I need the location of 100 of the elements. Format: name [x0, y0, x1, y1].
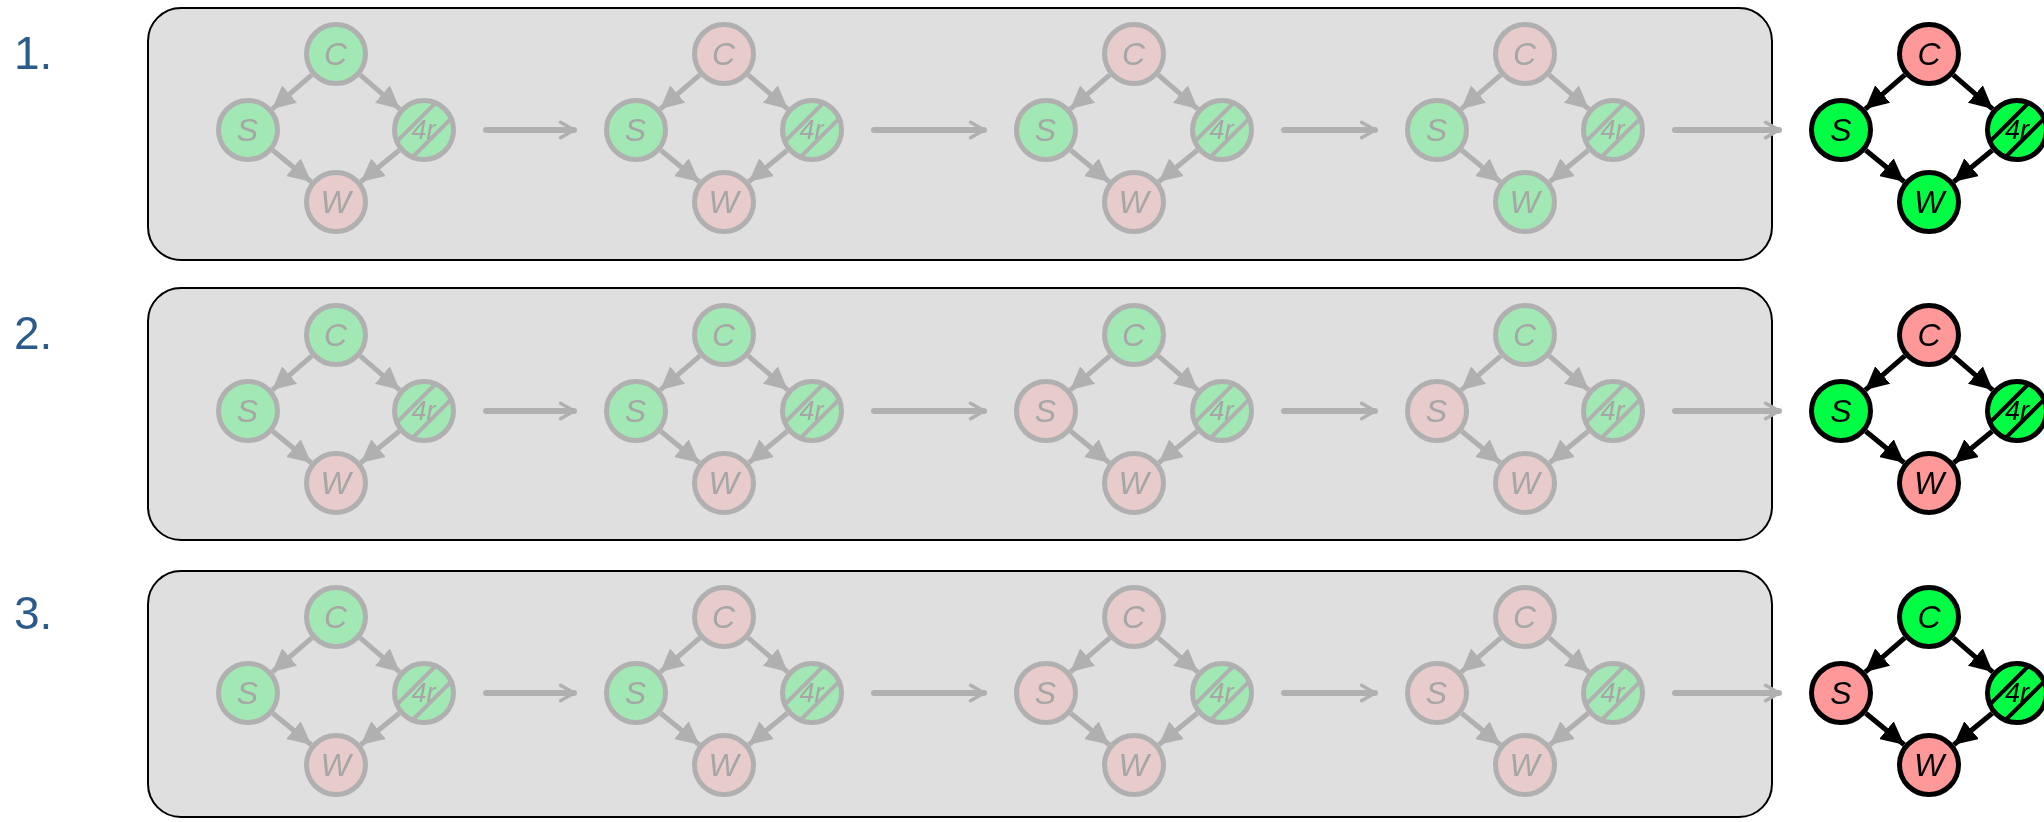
circle-node: [691, 21, 756, 86]
row-number: 2.: [14, 310, 53, 356]
circle-node: [1897, 585, 1961, 649]
circle-node: [1580, 660, 1645, 725]
node-label: S: [1829, 677, 1853, 709]
arrow: [270, 636, 314, 674]
circle-node: [1809, 98, 1873, 162]
arrow: [358, 73, 402, 111]
arrow: [746, 636, 790, 674]
arrow: [1863, 73, 1907, 111]
circle-node: [303, 584, 368, 649]
arrow: [1672, 683, 1782, 703]
circle-node: [1101, 732, 1166, 797]
arrow: [1864, 429, 1906, 465]
node-label: C: [710, 318, 737, 351]
arrow: [1548, 148, 1590, 184]
arrow: [358, 636, 402, 674]
circle-node: [691, 732, 756, 797]
circle-node: [1013, 660, 1078, 725]
circle-node: [1404, 97, 1469, 162]
node-label: 4r: [410, 116, 438, 143]
circle-node: [603, 660, 668, 725]
node-label: S: [623, 394, 648, 427]
node-label: C: [1120, 318, 1147, 351]
node-label: 4r: [2004, 397, 2031, 425]
circle-node: [391, 97, 456, 162]
circle-node: [691, 450, 756, 515]
arrow: [658, 73, 702, 111]
arrow: [271, 711, 313, 747]
circle-node: [1897, 733, 1961, 797]
circle-node: [691, 169, 756, 234]
arrow: [746, 354, 790, 392]
arrow: [1157, 148, 1199, 184]
circle-node: [1492, 302, 1557, 367]
circle-node: [1809, 379, 1873, 443]
node-label: 4r: [410, 397, 438, 424]
panel-background: [147, 287, 1773, 541]
node-label: S: [1033, 113, 1058, 146]
arrow: [270, 73, 314, 111]
circle-node: [1189, 660, 1254, 725]
arrow: [1952, 148, 1994, 184]
node-label: 4r: [1599, 116, 1627, 143]
arrow: [1547, 354, 1591, 392]
arrow: [359, 711, 401, 747]
circle-node: [215, 660, 280, 725]
circle-node: [1492, 450, 1557, 515]
arrow: [1068, 73, 1112, 111]
circle-node: [1101, 584, 1166, 649]
node-label: C: [1511, 318, 1538, 351]
arrow: [747, 429, 789, 465]
circle-node: [1101, 169, 1166, 234]
arrow: [1459, 73, 1503, 111]
node-label: W: [319, 185, 354, 218]
arrow: [1672, 401, 1782, 421]
node-label: 4r: [798, 397, 826, 424]
node-label: 4r: [2004, 116, 2031, 144]
node-label: W: [1508, 466, 1543, 499]
arrow: [359, 148, 401, 184]
circle-node: [603, 97, 668, 162]
circle-node: [303, 169, 368, 234]
node-label: 4r: [1599, 397, 1627, 424]
circle-node: [1492, 732, 1557, 797]
node-label: W: [1508, 748, 1543, 781]
arrow: [1460, 711, 1502, 747]
node-label: 4r: [798, 116, 826, 143]
arrow: [271, 148, 313, 184]
node-label: 4r: [1599, 679, 1627, 706]
circle-node: [1013, 378, 1078, 443]
circle-node: [1492, 21, 1557, 86]
arrow: [1548, 711, 1590, 747]
node-label: S: [1424, 113, 1449, 146]
node-label: S: [1829, 114, 1853, 146]
node-label: W: [1912, 467, 1948, 499]
arrow: [1951, 636, 1995, 674]
arrow: [1157, 429, 1199, 465]
arrow: [1864, 711, 1906, 747]
row-number: 3.: [14, 590, 53, 636]
arrow: [1863, 636, 1907, 674]
node-label: 4r: [1208, 397, 1236, 424]
arrow: [358, 354, 402, 392]
arrow: [1951, 73, 1995, 111]
arrow: [1863, 354, 1907, 392]
arrow: [1069, 711, 1111, 747]
arrow: [1281, 120, 1378, 140]
arrow: [1951, 354, 1995, 392]
circle-node: [1101, 450, 1166, 515]
circle-node: [691, 584, 756, 649]
arrow: [1157, 711, 1199, 747]
circle-node: [1580, 378, 1645, 443]
node-label: C: [1511, 37, 1538, 70]
arrow: [1156, 636, 1200, 674]
arrow: [1460, 148, 1502, 184]
node-label: S: [1033, 394, 1058, 427]
circle-node: [1809, 661, 1873, 725]
node-label: C: [1120, 37, 1147, 70]
node-label: S: [235, 676, 260, 709]
arrow: [659, 711, 701, 747]
arrow: [1548, 429, 1590, 465]
arrow: [1281, 401, 1378, 421]
node-label: S: [623, 676, 648, 709]
